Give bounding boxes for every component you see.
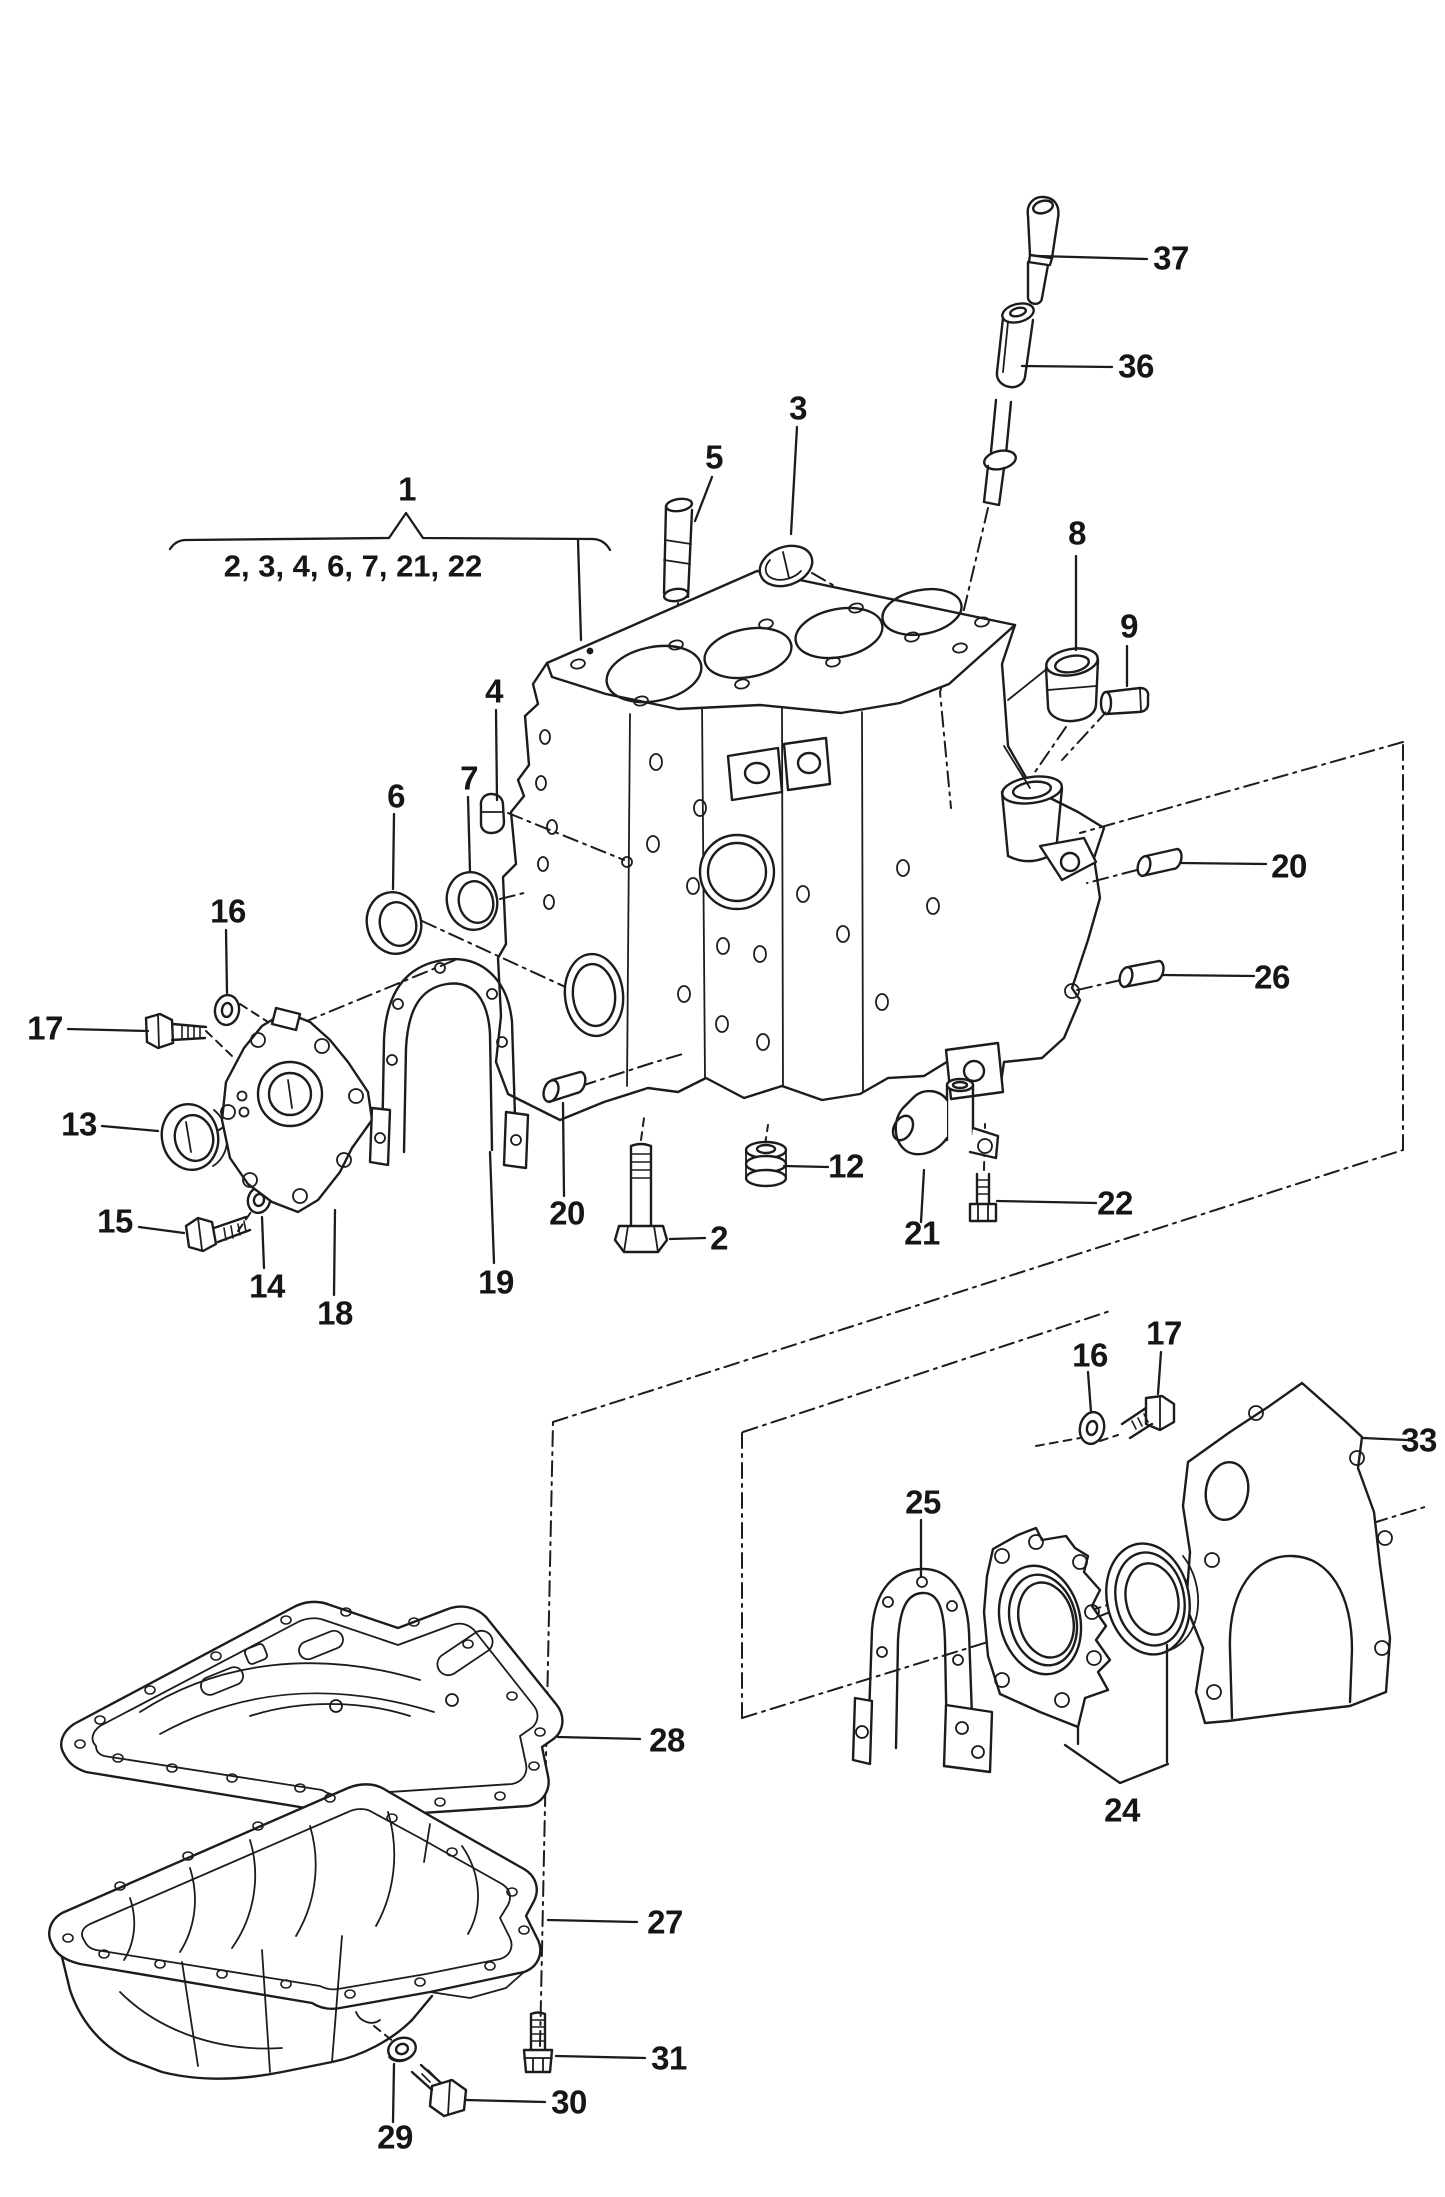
oil-pan-27 (48, 1783, 542, 2080)
dowel-20-right (1136, 847, 1183, 878)
callout-27: 27 (647, 1903, 683, 1941)
construction-lines (301, 507, 1429, 2047)
callout-3: 3 (789, 389, 807, 427)
callout-25: 25 (905, 1483, 941, 1521)
pan-bolt-31 (522, 2011, 554, 2074)
rear-seal-flange-24 (982, 1526, 1112, 1729)
callout-15: 15 (97, 1202, 133, 1240)
rear-main-seal-24 (1105, 1542, 1200, 1656)
callout-22: 22 (1097, 1184, 1133, 1222)
dowel-sleeve-5 (662, 497, 694, 603)
dowel-26 (1118, 959, 1165, 989)
callout-18: 18 (317, 1294, 353, 1332)
callout-4: 4 (485, 672, 503, 710)
washer-16-rear (1078, 1410, 1106, 1446)
cylinder-block (494, 569, 1106, 1122)
bolt-15 (184, 1215, 252, 1253)
callout-19: 19 (478, 1263, 514, 1301)
oil-plug-12 (744, 1140, 788, 1188)
callout-29: 29 (377, 2118, 413, 2156)
callout-5: 5 (705, 438, 723, 476)
plug-4 (479, 792, 506, 835)
callout-12: 12 (828, 1147, 864, 1185)
callout-6: 6 (387, 777, 405, 815)
callout-9: 9 (1120, 607, 1138, 645)
drain-plug-30 (410, 2063, 468, 2118)
callout-8: 8 (1068, 514, 1086, 552)
group-note: 2, 3, 4, 6, 7, 21, 22 (223, 548, 483, 584)
leader-lines (66, 254, 1409, 2124)
callout-16-front: 16 (210, 892, 246, 930)
washer-16-front (213, 993, 241, 1027)
callout-2: 2 (710, 1219, 728, 1257)
dowel-20-left (542, 1070, 587, 1104)
sealing-ring-6 (365, 891, 423, 955)
dipstick-grip-37 (1026, 195, 1060, 305)
head-bolt-2 (613, 1142, 669, 1254)
callout-20-left: 20 (549, 1194, 585, 1232)
dipstick-tube-lower (982, 398, 1017, 507)
intermediate-plate-33 (1181, 1381, 1393, 1725)
callout-26: 26 (1254, 958, 1290, 996)
callout-28: 28 (649, 1721, 685, 1759)
group-brace-1 (168, 511, 612, 642)
callout-20-right: 20 (1271, 847, 1307, 885)
callout-16-rear: 16 (1072, 1336, 1108, 1374)
callout-21: 21 (904, 1214, 940, 1252)
crank-seal-13 (160, 1103, 229, 1171)
bolt-17-rear (1120, 1394, 1176, 1440)
callout-31: 31 (651, 2039, 687, 2077)
callout-30: 30 (551, 2083, 587, 2121)
core-plug-3 (758, 544, 814, 588)
callout-24: 24 (1104, 1791, 1140, 1829)
rear-gasket-25 (851, 1567, 994, 1774)
sealing-ring-7 (445, 871, 499, 931)
timing-gasket-19 (368, 957, 530, 1170)
callout-37: 37 (1153, 239, 1189, 277)
cap-8 (1044, 647, 1100, 723)
callout-36: 36 (1118, 347, 1154, 385)
callout-13: 13 (61, 1105, 97, 1143)
callout-17-front: 17 (27, 1009, 63, 1047)
oil-baffle-28 (60, 1600, 564, 1820)
callout-33: 33 (1401, 1421, 1437, 1459)
oil-squirter-21 (891, 1077, 1000, 1160)
callout-17-rear: 17 (1146, 1314, 1182, 1352)
seal-washer-29 (387, 2036, 417, 2063)
seal-flange-18 (220, 1006, 374, 1214)
dipstick-tube-upper-36 (995, 302, 1035, 389)
plug-9 (1099, 686, 1150, 716)
bolt-17-front (144, 1012, 208, 1050)
callout-1: 1 (398, 470, 416, 508)
callout-14: 14 (249, 1267, 285, 1305)
bolt-22 (968, 1172, 998, 1223)
callout-7: 7 (460, 759, 478, 797)
